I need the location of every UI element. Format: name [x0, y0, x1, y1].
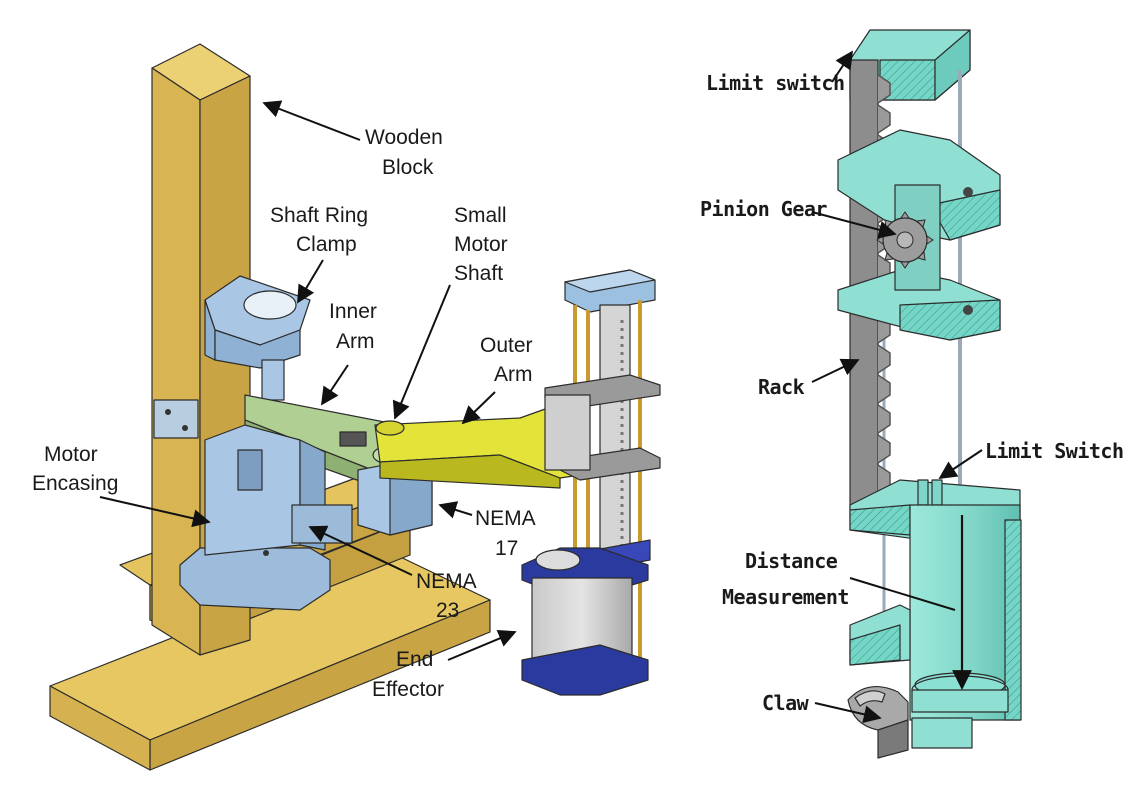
svg-text:Pinion Gear: Pinion Gear — [700, 197, 827, 221]
svg-text:Limit Switch: Limit Switch — [985, 439, 1124, 463]
svg-text:Claw: Claw — [762, 691, 810, 715]
lower-housing — [849, 479, 1022, 721]
label-small-motor-shaft: Small Motor Shaft — [392, 204, 508, 420]
shaft-ring-clamp — [204, 275, 311, 401]
svg-text:Distance: Distance — [745, 549, 838, 573]
svg-text:Shaft Ring: Shaft Ring — [270, 204, 368, 227]
svg-text:23: 23 — [436, 599, 459, 622]
label-nema-17: NEMA 17 — [438, 501, 536, 560]
svg-text:Encasing: Encasing — [32, 472, 118, 495]
label-motor-encasing: Motor Encasing — [32, 443, 211, 528]
label-inner-arm: Inner Arm — [321, 300, 377, 406]
outer-arm — [374, 389, 581, 489]
svg-text:Arm: Arm — [494, 363, 533, 386]
svg-text:End: End — [396, 648, 433, 671]
label-wooden-block: Wooden Block — [262, 100, 443, 179]
label-limit-switch-bottom: Limit Switch — [938, 439, 1124, 479]
svg-text:Wooden: Wooden — [365, 126, 443, 149]
top-cap — [849, 29, 971, 101]
svg-text:Shaft: Shaft — [454, 262, 503, 285]
svg-text:Limit switch: Limit switch — [706, 71, 845, 95]
pinion-gear — [876, 211, 934, 269]
svg-text:Outer: Outer — [480, 334, 533, 357]
label-rack: Rack — [758, 358, 860, 399]
svg-text:Block: Block — [382, 156, 434, 179]
label-distance-measurement: Distance Measurement — [722, 549, 956, 611]
svg-text:Arm: Arm — [336, 330, 375, 353]
svg-text:Motor: Motor — [44, 443, 98, 466]
svg-text:Clamp: Clamp — [296, 233, 357, 256]
label-pinion-gear: Pinion Gear — [700, 197, 897, 239]
label-shaft-ring-clamp: Shaft Ring Clamp — [270, 204, 368, 304]
label-nema-23: NEMA 23 — [308, 525, 477, 622]
svg-text:Rack: Rack — [758, 375, 805, 399]
label-outer-arm: Outer Arm — [461, 334, 533, 425]
label-limit-switch-top: Limit switch — [706, 50, 853, 95]
left-assembly: Wooden Block Shaft Ring Clamp Small Moto… — [32, 43, 661, 771]
svg-text:17: 17 — [495, 537, 518, 560]
svg-text:Measurement: Measurement — [722, 585, 849, 609]
svg-text:NEMA: NEMA — [475, 507, 536, 530]
label-claw: Claw — [762, 691, 882, 724]
label-end-effector: End Effector — [372, 629, 517, 701]
motor-encasing — [179, 424, 353, 611]
svg-text:Inner: Inner — [329, 300, 377, 323]
right-assembly: Limit switch Pinion Gear Rack Limit Swit… — [700, 29, 1124, 759]
carriage — [837, 129, 1001, 341]
svg-text:NEMA: NEMA — [416, 570, 477, 593]
end-effector — [521, 547, 649, 696]
svg-text:Small: Small — [454, 204, 507, 227]
svg-text:Motor: Motor — [454, 233, 508, 256]
svg-text:Effector: Effector — [372, 678, 444, 701]
